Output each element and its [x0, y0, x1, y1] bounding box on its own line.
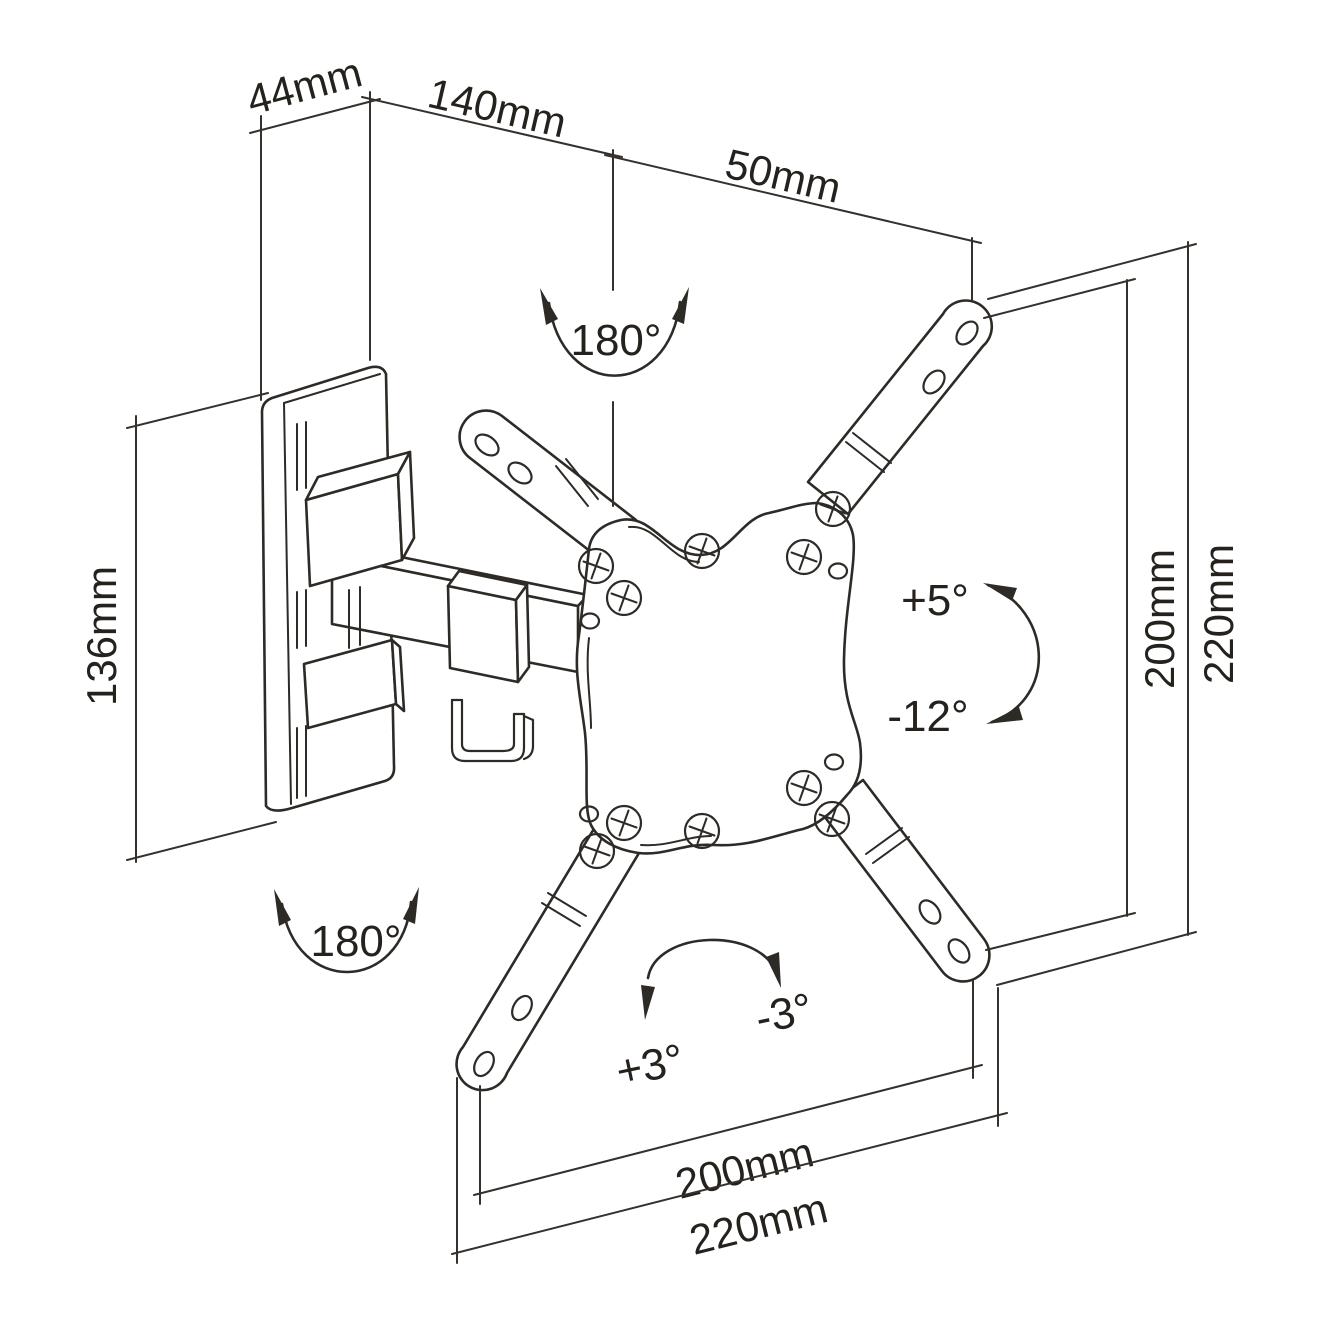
swivel-arc-bottom: 180° — [274, 887, 419, 974]
arm-hole — [474, 433, 500, 457]
arrow-up-right-icon — [672, 287, 689, 324]
plate-flange-top — [628, 525, 700, 563]
arrow-left-down-icon — [986, 707, 1023, 724]
plate-hole — [823, 753, 845, 771]
arrow-down-right-icon — [766, 952, 781, 988]
arm-hole — [955, 320, 979, 346]
swivel-arc-top: 180° — [540, 287, 689, 377]
arm-hole — [507, 461, 533, 485]
vesa-arm-top-right — [806, 299, 994, 516]
arm-hole — [947, 938, 971, 964]
wall-plate-front-edge — [283, 402, 292, 805]
hinge-block-upper — [304, 450, 416, 588]
hinge-block-lower — [302, 586, 406, 730]
arm-hole — [511, 994, 533, 1022]
arm-hole — [473, 1050, 495, 1078]
arrow-up-left-icon — [274, 889, 291, 926]
arm-hole — [918, 899, 942, 925]
vesa-arm-bottom-left — [455, 820, 644, 1092]
hinge-pin — [348, 586, 361, 649]
vesa-arm-top-left — [458, 409, 638, 564]
dim-label-right-220mm: 220mm — [1195, 544, 1242, 684]
tilt-down-label: -12° — [887, 692, 968, 741]
vesa-plate — [575, 501, 863, 855]
rotate-ccw-label: -3° — [751, 984, 817, 1044]
arrow-left-up-icon — [983, 583, 1017, 601]
plate-hole — [578, 805, 600, 823]
arrow-up-right-icon — [403, 887, 419, 924]
vesa-arm-bottom-right — [819, 778, 991, 983]
tilt-arc: +5° -12° — [887, 576, 1041, 741]
plate-hole — [579, 612, 601, 630]
plate-flange-left — [586, 637, 592, 729]
swivel-top-label: 180° — [570, 316, 661, 365]
cable-hook — [450, 698, 535, 763]
vesa-screws — [577, 490, 852, 870]
plate-hole — [827, 562, 849, 580]
dim-label-right-200mm: 200mm — [1136, 549, 1183, 689]
swivel-bottom-label: 180° — [310, 917, 401, 966]
wall-plate-groove — [296, 421, 307, 799]
arm-hole — [922, 369, 946, 395]
dimension-right-220mm: 220mm — [987, 241, 1242, 986]
dimension-right-200mm: 200mm — [983, 278, 1183, 951]
plate-flange-bottom — [640, 835, 712, 847]
dim-label-136mm: 136mm — [78, 566, 125, 706]
arm-clamp — [446, 569, 531, 684]
tilt-up-label: +5° — [901, 576, 969, 625]
arrow-down-icon — [641, 985, 655, 1020]
dimension-height-136mm: 136mm — [78, 392, 277, 863]
arrow-up-left-icon — [540, 288, 558, 325]
wall-plate-top-edge — [283, 373, 381, 404]
